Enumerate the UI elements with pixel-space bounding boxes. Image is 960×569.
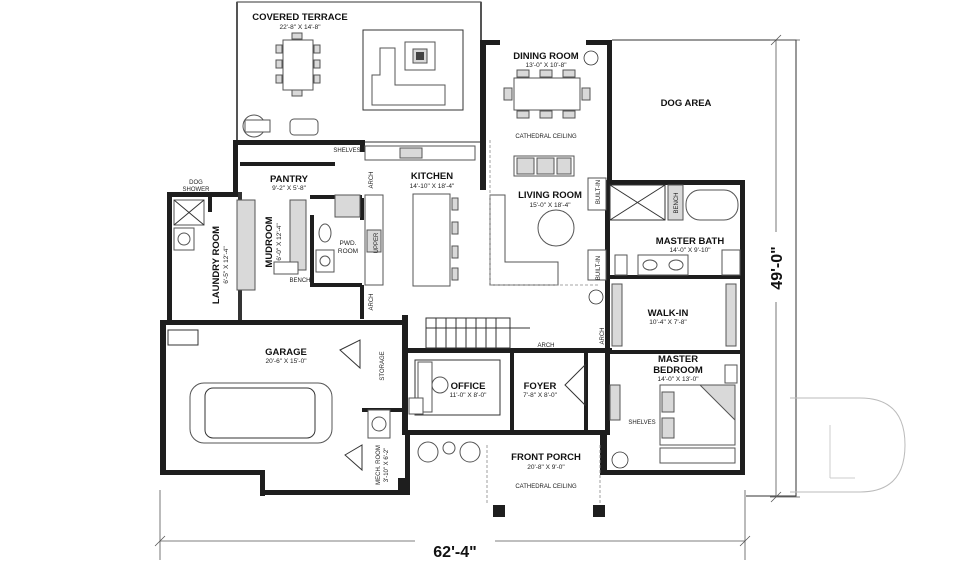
shelves-bed-label: SHELVES — [628, 420, 655, 426]
laundry-room-dim: 6'-5" X 12'-4" — [223, 246, 230, 284]
height-dimension-label: 49'-0" — [769, 246, 786, 289]
mudroom-fixtures — [236, 199, 335, 291]
width-dimension-line — [154, 490, 751, 562]
dog-shower-label-1: DOG — [189, 180, 203, 186]
kitchen-dim: 14'-10" X 18'-4" — [410, 183, 455, 190]
front-porch-label: FRONT PORCH — [511, 452, 581, 463]
mech-room-dim: 3'-10" X 6'-2" — [384, 448, 390, 483]
arch-label-4: ARCH — [600, 327, 606, 344]
dog-shower-label-2: SHOWER — [183, 187, 211, 193]
dog-area-label: DOG AREA — [661, 98, 712, 109]
height-dimension-line — [765, 34, 800, 503]
office-furniture — [408, 359, 501, 416]
kitchen-label: KITCHEN — [411, 171, 453, 182]
covered-terrace-label: COVERED TERRACE — [252, 12, 348, 23]
upper-label: UPPER — [374, 232, 380, 253]
garage-label: GARAGE — [265, 347, 307, 358]
bench-mud-label: BENCH — [289, 278, 310, 284]
terrace-furniture — [242, 29, 464, 138]
front-porch-dim: 20'-8" X 9'-0" — [527, 464, 565, 471]
bench-bath-label: BENCH — [674, 192, 680, 213]
pwd-room-label-2: ROOM — [338, 248, 358, 255]
shelves-top-label: SHELVES — [333, 148, 360, 154]
laundry-room-label: LAUNDRY ROOM — [211, 226, 222, 304]
cathedral-ceiling-top-label: CATHEDRAL CEILING — [515, 134, 577, 140]
living-room-dim: 15'-0" X 18'-4" — [529, 202, 571, 209]
mudroom-label: MUDROOM — [264, 216, 275, 267]
pantry-label: PANTRY — [270, 174, 309, 185]
pantry-dim: 9'-2" X 5'-8" — [272, 185, 307, 192]
mudroom-dim: 6'-0" X 12'-4" — [276, 223, 283, 261]
built-in-label-1: BUILT-IN — [596, 180, 602, 204]
master-bedroom-label-1: MASTER — [658, 354, 698, 365]
master-bath-dim: 14'-0" X 9'-10" — [669, 247, 711, 254]
office-dim: 11'-0" X 8'-0" — [450, 392, 488, 399]
covered-terrace-dim: 22'-8" X 14'-8" — [279, 24, 321, 31]
room-labels: COVERED TERRACE 22'-8" X 14'-8" DINING R… — [183, 12, 787, 561]
arch-label-1: ARCH — [369, 171, 375, 188]
exterior-walls — [160, 40, 745, 517]
storage-label: STORAGE — [380, 351, 386, 380]
driveway-curve — [790, 397, 906, 493]
master-bath-label: MASTER BATH — [656, 236, 725, 247]
foyer-dim: 7'-8" X 8'-0" — [523, 392, 558, 399]
width-dimension-label: 62'-4" — [433, 544, 476, 561]
kitchen-fixtures — [334, 145, 476, 287]
garage-dim: 20'-6" X 15'-0" — [265, 358, 307, 365]
walk-in-fixtures — [611, 283, 737, 347]
living-furniture — [489, 155, 607, 305]
stairs — [425, 317, 530, 349]
living-room-label: LIVING ROOM — [518, 190, 582, 201]
dining-furniture — [503, 50, 599, 119]
walk-in-dim: 10'-4" X 7'-8" — [649, 319, 687, 326]
office-label: OFFICE — [451, 381, 486, 392]
master-bedroom-dim: 14'-0" X 13'-0" — [657, 376, 699, 383]
foyer-doors — [339, 339, 586, 472]
cathedral-ceiling-bottom-label: CATHEDRAL CEILING — [515, 484, 577, 490]
dog-area-fence — [612, 39, 797, 497]
arch-label-2: ARCH — [369, 293, 375, 310]
arch-label-3: ARCH — [537, 343, 554, 349]
pwd-room-label-1: PWD. — [340, 240, 357, 247]
bedroom-furniture — [609, 364, 738, 469]
terrace-outline — [236, 1, 482, 143]
dining-room-label: DINING ROOM — [513, 51, 579, 62]
master-bath-fixtures — [609, 184, 741, 276]
dining-room-dim: 13'-0" X 10'-8" — [525, 62, 567, 69]
cathedral-outline — [486, 140, 601, 505]
mech-room-label: MECH. ROOM — [376, 445, 382, 485]
laundry-fixtures — [173, 199, 205, 251]
master-bedroom-label-2: BEDROOM — [653, 365, 703, 376]
built-in-label-2: BUILT-IN — [596, 256, 602, 280]
walk-in-label: WALK-IN — [648, 308, 689, 319]
porch-furniture — [417, 441, 481, 463]
garage-fixtures — [167, 329, 391, 444]
foyer-label: FOYER — [524, 381, 557, 392]
